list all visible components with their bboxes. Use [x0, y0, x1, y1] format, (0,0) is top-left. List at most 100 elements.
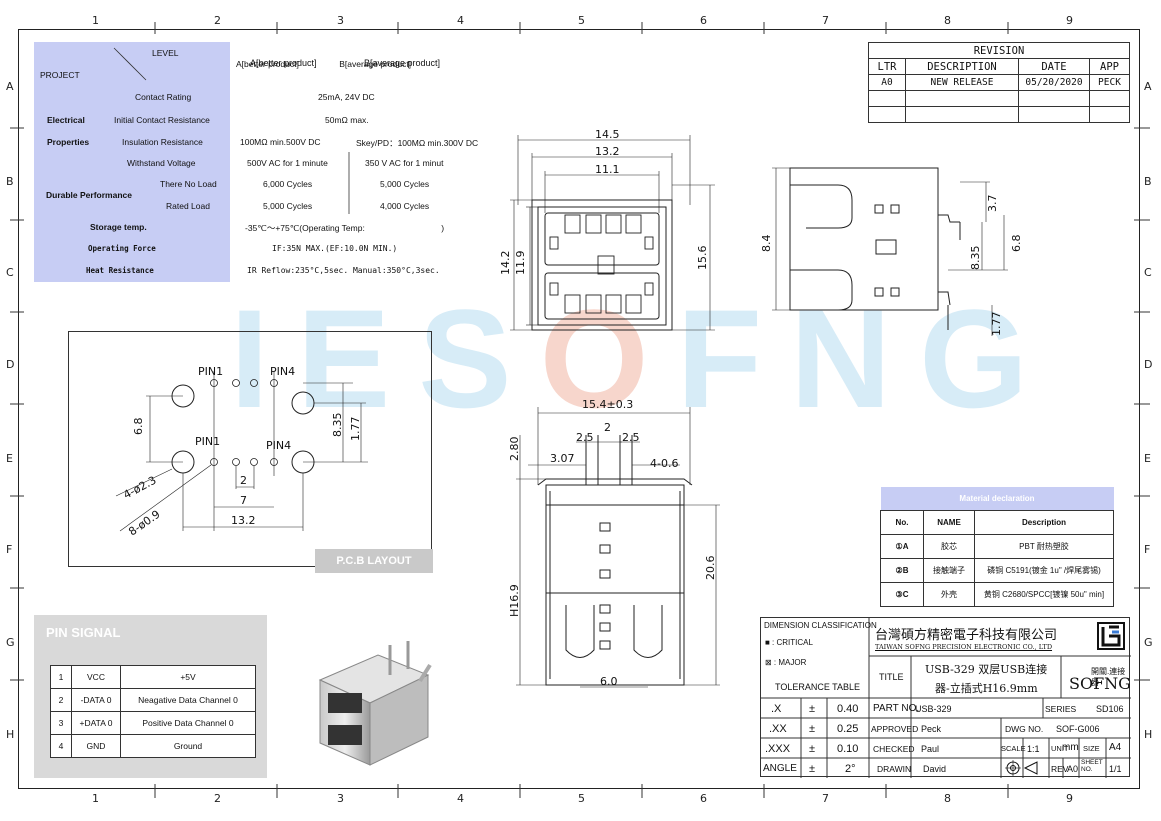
operating-force-label: Operating Force [88, 244, 156, 253]
approved-label: APPROVED [871, 724, 919, 734]
zone-col-4: 4 [457, 14, 464, 27]
tol-xx-sign: ± [809, 723, 816, 735]
project-text: PROJECT [40, 70, 80, 80]
bottom-dim-15-4: 15.4±0.3 [582, 398, 633, 411]
zone-col-3: 3 [337, 14, 344, 27]
rev-ltr: A0 [868, 74, 906, 91]
pcb-hole-dim-2: 8-ø0.9 [126, 508, 162, 539]
pcb-pin1-bottom: PIN1 [195, 435, 220, 448]
series-label: SERIES [1045, 704, 1077, 714]
front-dim-13-2: 13.2 [595, 145, 620, 158]
bottom-dim-20-6: 20.6 [704, 556, 717, 581]
rev-col-date: DATE [1018, 58, 1090, 75]
bottom-view-drawing: 15.4±0.3 2.5 2 2.5 2.80 3.07 4-0.6 H16.9… [508, 398, 720, 688]
title-label: TITLE [879, 672, 904, 682]
zone-col-5-bottom: 5 [578, 792, 585, 805]
tol-x-label: .X [771, 703, 782, 715]
brand-en: SOFNG [1069, 674, 1131, 693]
company-name-cn: 台灣碩方精密電子科技有限公司 [875, 628, 1058, 643]
zone-row-g-right: G [1144, 636, 1153, 649]
zone-col-3-bottom: 3 [337, 792, 344, 805]
scale-label: SCALE [1001, 744, 1026, 753]
revision-table: REVISION LTR DESCRIPTION DATE APP A0 NEW… [868, 42, 1130, 123]
pcb-dim-6-8: 6.8 [132, 418, 145, 436]
zone-col-7-bottom: 7 [822, 792, 829, 805]
header-diagonal [113, 47, 147, 81]
scale-value: 1:1 [1027, 744, 1040, 754]
front-dim-11-1: 11.1 [595, 163, 620, 176]
rated-load-a-value: 5,000 Cycles [263, 201, 313, 211]
zone-row-h: H [6, 728, 15, 741]
col-a-text: A[better product] [250, 58, 317, 68]
zone-col-9-bottom: 9 [1066, 792, 1073, 805]
zone-row-e: E [6, 452, 13, 465]
zone-row-a-right: A [1144, 80, 1152, 93]
unit-label: UNIT [1051, 744, 1069, 753]
pcb-layout-label: P.C.B LAYOUT [315, 549, 433, 573]
pin-signal-title: PIN SIGNAL [46, 625, 121, 640]
rev-col-description: DESCRIPTION [905, 58, 1019, 75]
col-b-text: B[average product] [364, 58, 441, 68]
projection-symbol-icon [1005, 760, 1038, 776]
initial-contact-label: Initial Contact Resistance [114, 115, 210, 125]
withstand-b-value: 350 V AC for 1 minut [365, 158, 444, 168]
bottom-dim-h16-9: H16.9 [508, 584, 521, 617]
bottom-dim-6-0: 6.0 [600, 675, 618, 688]
pcb-dim-2: 2 [240, 474, 247, 487]
material-title: Material declaration [880, 487, 1114, 511]
title-value-line1: USB-329 双层USB连接 [925, 663, 1048, 676]
spec-col-headers: A[better product] B[average product] [222, 42, 474, 86]
rev-label: REV [1051, 764, 1069, 774]
company-logo-icon [1097, 622, 1125, 650]
zone-row-h-right: H [1144, 728, 1153, 741]
tolerance-label: TOLERANCE TABLE [775, 682, 861, 692]
pcb-dim-7: 7 [240, 494, 247, 507]
bottom-dim-3-07: 3.07 [550, 452, 575, 465]
major-label: ⊠ : MAJOR [765, 658, 807, 667]
no-load-b-value: 5,000 Cycles [380, 179, 430, 189]
dwg-no-value: SOF-G006 [1056, 724, 1100, 734]
spec-label-header-bg [34, 42, 230, 86]
pcb-pin4-top: PIN4 [270, 365, 295, 378]
zone-col-9: 9 [1066, 14, 1073, 27]
unit-value: mm [1062, 742, 1079, 753]
part-no-value: USB-329 [915, 704, 952, 714]
rev-col-ltr: LTR [868, 58, 906, 75]
material-col-name: NAME [923, 510, 975, 535]
withstand-a-value: 500V AC for 1 minute [247, 158, 328, 168]
approved-value: Peck [921, 724, 942, 734]
title-value-line2: 器-立插式H16.9mm [935, 682, 1038, 695]
pcb-mount-hole [291, 391, 315, 415]
zone-col-6-bottom: 6 [700, 792, 707, 805]
bottom-dim-4-0-6: 4-0.6 [650, 457, 678, 470]
side-dim-6-8: 6.8 [1010, 235, 1023, 253]
material-table: Material declaration No. NAME Descriptio… [880, 487, 1114, 607]
drawin-label: DRAWIN [877, 764, 912, 774]
side-dim-3-7: 3.7 [986, 195, 999, 213]
size-value: A4 [1109, 742, 1122, 753]
front-dim-14-2: 14.2 [499, 251, 512, 276]
tol-angle-label: ANGLE [763, 763, 797, 774]
storage-label: Storage temp. [90, 222, 147, 232]
bottom-dim-2-80: 2.80 [508, 437, 521, 462]
front-dim-15-6: 15.6 [696, 246, 709, 271]
side-dim-8-35: 8.35 [969, 246, 982, 271]
pcb-dim-1-77: 1.77 [349, 417, 362, 442]
drawing-frame [18, 29, 1140, 789]
tol-xxx-label: .XXX [765, 743, 791, 755]
critical-label: ■ : CRITICAL [765, 638, 813, 647]
zone-row-g: G [6, 636, 15, 649]
insulation-label: Insulation Resistance [122, 137, 203, 147]
bottom-dim-2: 2 [604, 421, 611, 434]
spec-label-column [34, 86, 230, 282]
zone-col-5: 5 [578, 14, 585, 27]
insulation-a-value: 100MΩ min.500V DC [240, 137, 321, 147]
properties-label: Properties [47, 137, 90, 147]
level-text: LEVEL [152, 48, 179, 58]
pcb-layout-box [68, 331, 432, 567]
checked-label: CHECKED [873, 744, 915, 754]
